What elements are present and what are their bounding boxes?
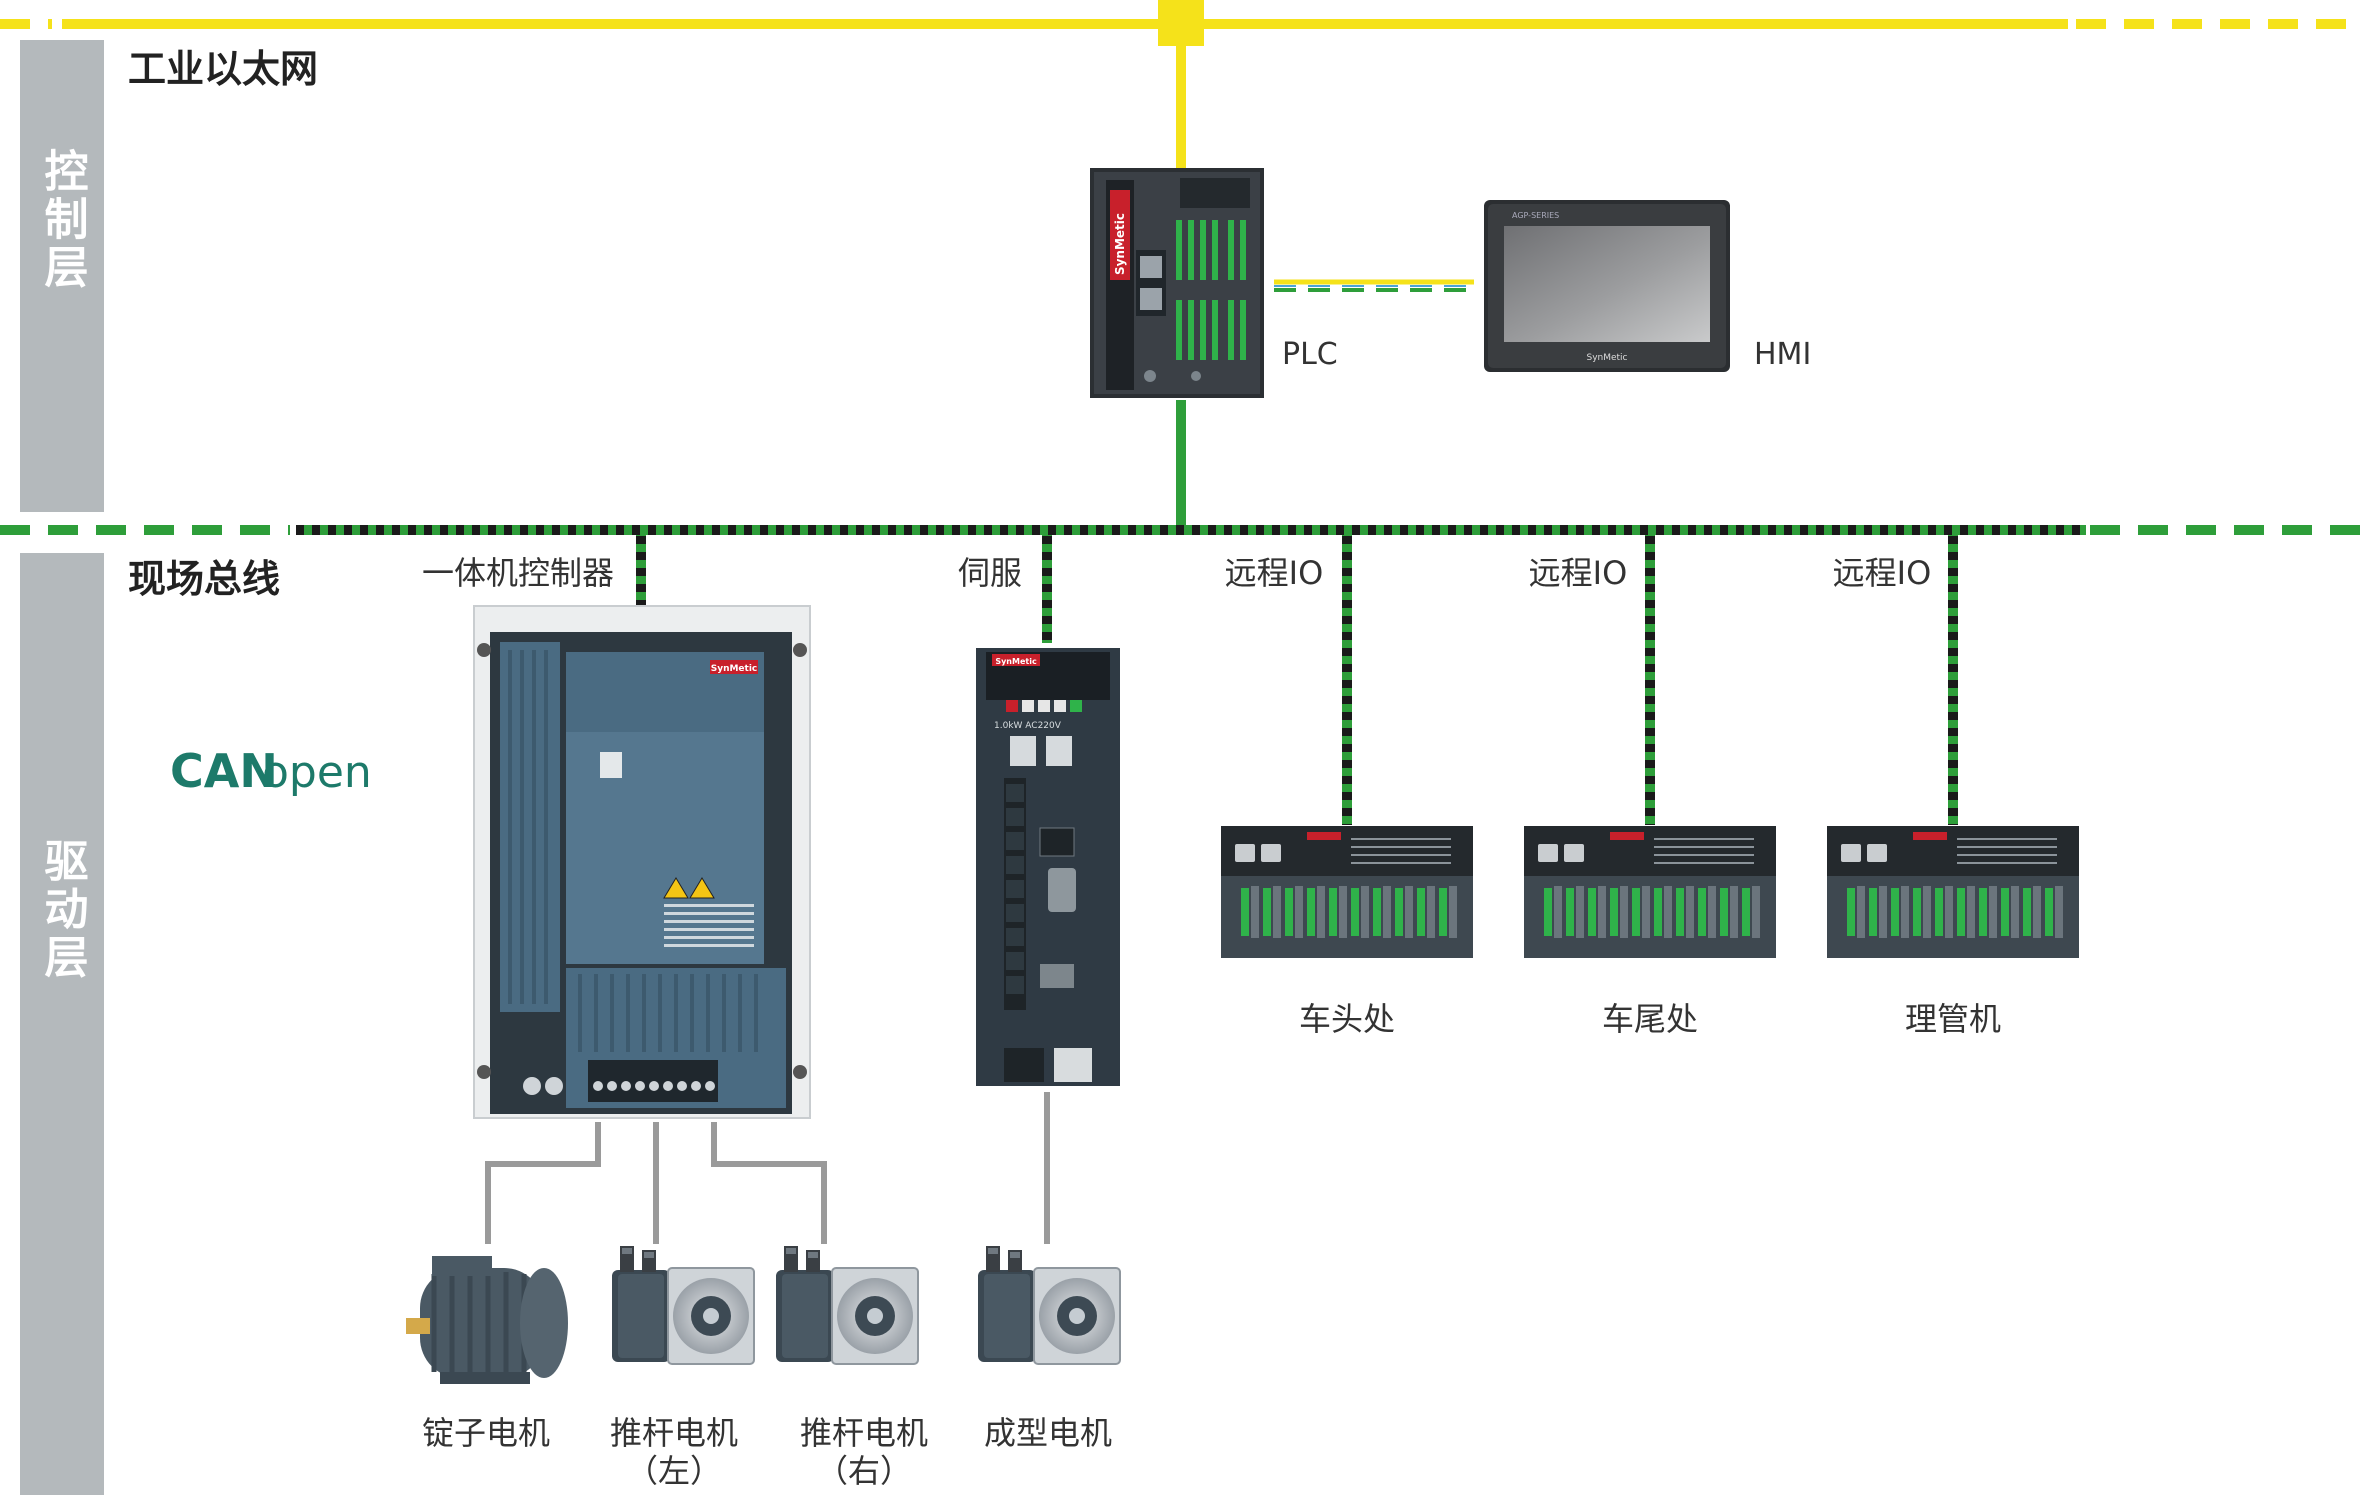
all-in-one-brand: SynMetic [711,664,758,674]
hmi-brand: SynMetic [1586,353,1627,363]
motor-1-label: 锭子电机 [422,1414,550,1452]
servo-label: 伺服 [958,554,1022,592]
pusher-motor-right [775,1245,919,1365]
remote-io-2-label: 远程IO [1529,554,1628,592]
motor-2-sub: （左） [626,1452,722,1490]
controller-motor-cables [485,1122,827,1244]
plc-hmi-link [1274,279,1474,292]
servo-rating: 1.0kW AC220V [994,721,1062,731]
canopen-logo: CAN open [170,744,372,798]
motor-4-label: 成型电机 [984,1414,1112,1452]
canopen-main: CAN [170,744,278,798]
servo-brand: SynMetic [995,657,1037,666]
remote-io-3: 远程IO 理管机 [1827,554,2079,1038]
hmi-series: AGP-SERIES [1512,211,1559,220]
motor-3-label: 推杆电机 [800,1414,928,1452]
all-in-one-label: 一体机控制器 [422,554,614,592]
motor-2-label: 推杆电机 [610,1414,738,1452]
fieldbus-label: 现场总线 [128,557,280,601]
fieldbus [0,400,2363,825]
control-layer-label: 控制层 [37,148,89,292]
forming-motor [977,1245,1121,1365]
ethernet-bus [0,0,2363,170]
sidebar-control-layer: 控制层 [20,40,104,512]
canopen-sub: open [262,747,372,798]
servo-drive: SynMetic 1.0kW AC220V [976,648,1120,1086]
remote-io-3-label: 远程IO [1833,554,1932,592]
drive-layer-label: 驱动层 [37,838,89,982]
spindle-motor [406,1256,568,1384]
remote-io-1: 远程IO 车头处 [1221,554,1473,1038]
motor-3-sub: （右） [816,1452,912,1490]
ethernet-label: 工业以太网 [128,47,318,91]
plc-label: PLC [1282,337,1338,372]
remote-io-3-location: 理管机 [1905,1000,2001,1038]
all-in-one-controller: SynMetic [473,605,811,1119]
hmi-label: HMI [1754,337,1811,372]
sidebar-drive-layer: 驱动层 [20,553,104,1495]
remote-io-1-location: 车头处 [1299,1000,1395,1038]
plc-device: SynMetic [1090,168,1264,398]
remote-io-2-location: 车尾处 [1602,1000,1698,1038]
hmi-device: AGP-SERIES SynMetic [1484,200,1730,372]
pusher-motor-left [611,1245,755,1365]
remote-io-1-label: 远程IO [1225,554,1324,592]
plc-brand: SynMetic [1113,213,1127,275]
remote-io-2: 远程IO 车尾处 [1524,554,1776,1038]
